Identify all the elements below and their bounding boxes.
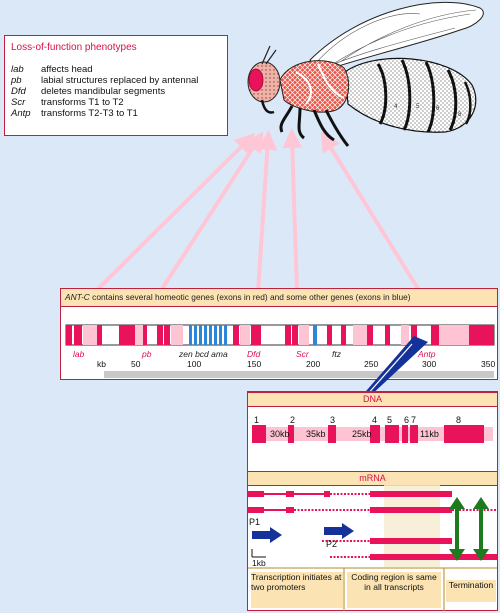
- phenotype-gene: Antp: [11, 108, 31, 119]
- scale-tick: 100: [187, 359, 201, 369]
- scale-bar: [104, 371, 494, 378]
- scale-tick: 150: [247, 359, 261, 369]
- antc-title-text: contains several homeotic genes (exons i…: [89, 292, 411, 302]
- svg-text:6: 6: [436, 106, 440, 112]
- antc-header: ANT-C contains several homeotic genes (e…: [61, 289, 497, 307]
- gene-label-lab: lab: [73, 349, 85, 359]
- exon-number: 6: [404, 415, 409, 425]
- scale-tick: 50: [131, 359, 141, 369]
- scale-unit: kb: [97, 359, 106, 369]
- dna-band: DNA: [248, 392, 497, 407]
- scale-tick: 250: [364, 359, 378, 369]
- caption-transcription: Transcription initiates at two promoters: [251, 572, 343, 608]
- phenotype-effect: labial structures replaced by antennal: [41, 75, 199, 86]
- gene-label-antp: Antp: [417, 349, 436, 359]
- promoter-arrow-p1: [252, 527, 282, 543]
- exon-number: 8: [456, 415, 461, 425]
- exon-number: 3: [330, 415, 335, 425]
- promoter-label: P1: [249, 517, 260, 527]
- intron-size: 35kb: [306, 429, 326, 439]
- promoter-arrow-p2: [324, 523, 354, 539]
- phenotype-gene: Scr: [11, 97, 26, 108]
- promoter-label: P2: [326, 539, 337, 549]
- caption-coding-region: Coding region is same in all transcripts: [347, 572, 441, 608]
- termination-arrow: [449, 497, 465, 561]
- mrna-diagram: P1 P2 1kb: [248, 485, 497, 611]
- phenotype-gene: lab: [11, 64, 24, 75]
- antc-title: ANT-C contains several homeotic genes (e…: [65, 292, 411, 302]
- antc-panel: ANT-C contains several homeotic genes (e…: [60, 288, 498, 380]
- intron-size: 25kb: [352, 429, 372, 439]
- exon-number: 1: [254, 415, 259, 425]
- arrow-to-t2-antp: [320, 131, 422, 294]
- intron-size: 11kb: [420, 429, 439, 439]
- mrna-band: mRNA: [248, 471, 497, 486]
- scale-tick: 200: [306, 359, 320, 369]
- antp-detail-panel: DNA mRNA 1 2 3 4 5 6 7 8 30kb 35kb 25kb …: [247, 391, 498, 611]
- phenotype-gene: Dfd: [11, 86, 26, 97]
- gene-label-dfd: Dfd: [247, 349, 261, 359]
- svg-text:4: 4: [394, 104, 398, 110]
- exon-number: 2: [290, 415, 295, 425]
- gene-label-zen-bcd-ama: zen bcd ama: [178, 349, 228, 359]
- svg-text:5: 5: [416, 104, 420, 110]
- gene-label-pb: pb: [141, 349, 152, 359]
- phenotypes-panel: Loss-of-function phenotypes lab affects …: [4, 35, 228, 136]
- arrow-to-t1-scr: [282, 128, 303, 293]
- svg-text:8: 8: [458, 112, 462, 118]
- scale-tick: 350: [481, 359, 495, 369]
- intron-size: 30kb: [270, 429, 290, 439]
- arrow-to-head-lab: [93, 132, 256, 294]
- phenotype-effect: transforms T1 to T2: [41, 97, 124, 108]
- phenotype-effect: deletes mandibular segments: [41, 86, 166, 97]
- gene-label-scr: Scr: [296, 349, 310, 359]
- gene-label-ftz: ftz: [332, 349, 342, 359]
- phenotype-effect: affects head: [41, 64, 93, 75]
- arrow-to-head-pb: [158, 131, 264, 294]
- scale-tick: 300: [422, 359, 436, 369]
- fly-illustration: 4 5 6 8: [247, 1, 484, 147]
- caption-termination: Termination: [446, 580, 496, 602]
- antc-title-gene: ANT-C: [65, 292, 90, 302]
- arrow-to-mouth-dfd: [256, 130, 278, 293]
- exon-number: 4: [372, 415, 377, 425]
- exon-number: 7: [411, 415, 416, 425]
- phenotypes-title: Loss-of-function phenotypes: [11, 42, 137, 53]
- antc-gene-map: lab pb zen bcd ama Dfd Scr ftz Antp kb 5…: [65, 324, 495, 378]
- termination-arrow: [473, 497, 489, 561]
- exon-number: 5: [387, 415, 392, 425]
- scale-bar-label: 1kb: [252, 558, 266, 568]
- dna-diagram: 1 2 3 4 5 6 7 8 30kb 35kb 25kb 11kb: [252, 415, 493, 443]
- phenotype-gene: pb: [11, 75, 22, 86]
- phenotype-effect: transforms T2-T3 to T1: [41, 108, 138, 119]
